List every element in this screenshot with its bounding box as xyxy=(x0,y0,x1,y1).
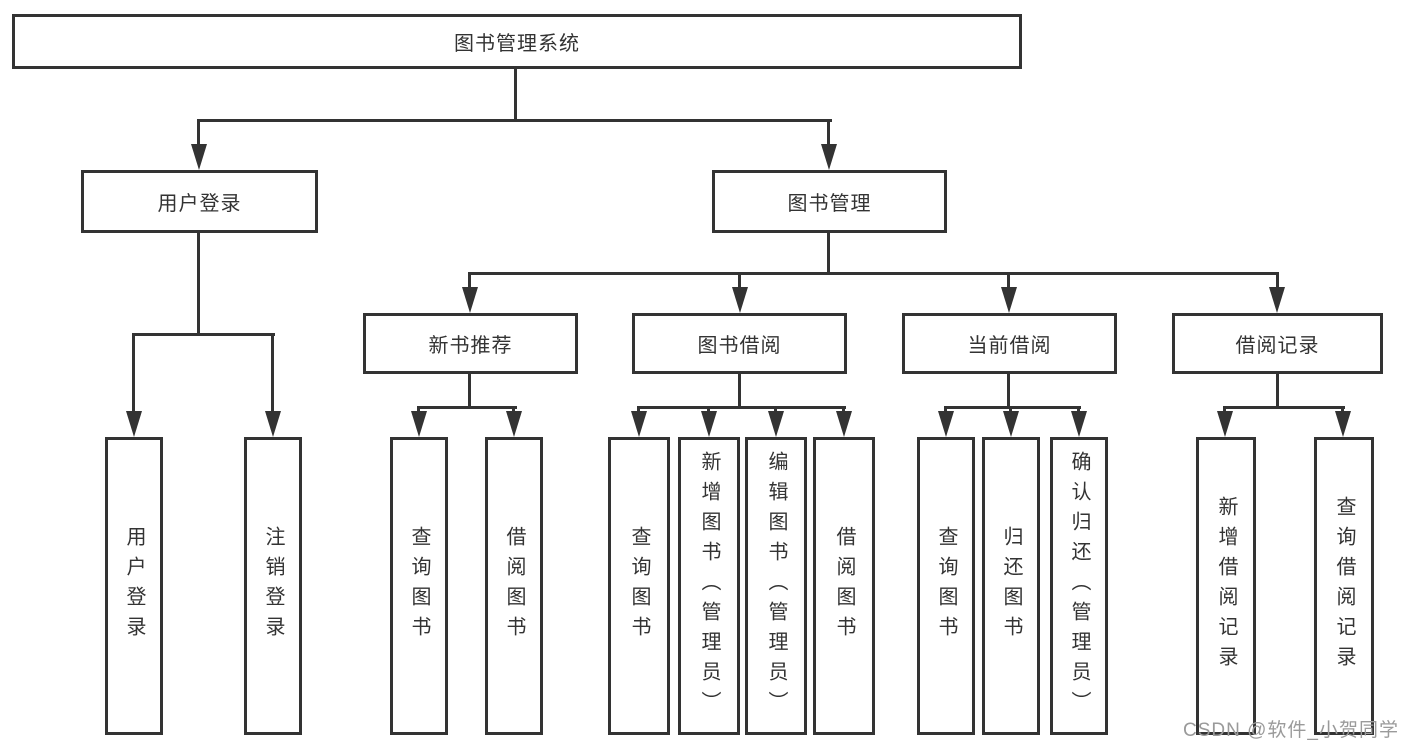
connector-currentborrow-drop-2 xyxy=(1009,406,1012,414)
arrowhead-login-leaf-1 xyxy=(126,411,142,437)
connector-borrowrecords-stem xyxy=(1276,374,1279,409)
connector-mgmt-drop-3 xyxy=(1007,272,1010,289)
leaf-record-query-label: 查询借阅记录 xyxy=(1333,496,1355,676)
node-book-borrow: 图书借阅 xyxy=(632,313,847,374)
leaf-record-query: 查询借阅记录 xyxy=(1314,437,1374,735)
leaf-logout-label: 注销登录 xyxy=(262,526,284,646)
connector-login-drop-2 xyxy=(271,333,274,413)
leaf-current-query-label: 查询图书 xyxy=(935,526,957,646)
node-new-book-recommend-label: 新书推荐 xyxy=(428,335,513,357)
node-user-login: 用户登录 xyxy=(81,170,318,233)
arrowhead-newbook-leaf-2 xyxy=(506,411,522,437)
csdn-watermark: CSDN @软件_小贺同学 xyxy=(1183,720,1399,741)
node-book-borrow-label: 图书借阅 xyxy=(697,335,782,357)
connector-mgmt-drop-1 xyxy=(468,272,471,289)
leaf-borrow-book-label: 借阅图书 xyxy=(833,526,855,646)
connector-bookborrow-drop-2 xyxy=(707,406,710,414)
leaf-return-book: 归还图书 xyxy=(982,437,1040,735)
leaf-user-login: 用户登录 xyxy=(105,437,163,735)
leaf-newbook-borrow-label: 借阅图书 xyxy=(503,526,525,646)
connector-mgmt-drop-2 xyxy=(738,272,741,289)
leaf-borrow-add-admin: 新增图书（管理员） xyxy=(678,437,740,735)
arrowhead-newbook xyxy=(462,287,478,313)
node-book-management-label: 图书管理 xyxy=(787,193,872,215)
leaf-newbook-borrow: 借阅图书 xyxy=(485,437,543,735)
arrowhead-mgmt xyxy=(821,144,837,170)
arrowhead-bookborrow-leaf-3 xyxy=(768,411,784,437)
connector-bookborrow-drop-4 xyxy=(842,406,845,414)
node-root: 图书管理系统 xyxy=(12,14,1022,69)
node-book-management: 图书管理 xyxy=(712,170,947,233)
leaf-newbook-query-label: 查询图书 xyxy=(408,526,430,646)
leaf-borrow-query: 查询图书 xyxy=(608,437,670,735)
connector-root-drop-login xyxy=(197,119,200,146)
leaf-logout: 注销登录 xyxy=(244,437,302,735)
arrowhead-bookborrow xyxy=(732,287,748,313)
connector-bookborrow-rail xyxy=(637,406,846,409)
leaf-record-add: 新增借阅记录 xyxy=(1196,437,1256,735)
node-root-label: 图书管理系统 xyxy=(454,33,580,55)
arrowhead-bookborrow-leaf-1 xyxy=(631,411,647,437)
arrowhead-login-leaf-2 xyxy=(265,411,281,437)
connector-newbook-drop-2 xyxy=(512,406,515,414)
connector-root-rail xyxy=(197,119,832,122)
node-borrow-records: 借阅记录 xyxy=(1172,313,1383,374)
arrowhead-bookborrow-leaf-2 xyxy=(701,411,717,437)
leaf-borrow-book: 借阅图书 xyxy=(813,437,875,735)
leaf-newbook-query: 查询图书 xyxy=(390,437,448,735)
arrowhead-currentborrow-leaf-1 xyxy=(938,411,954,437)
connector-bookborrow-stem xyxy=(738,374,741,409)
node-borrow-records-label: 借阅记录 xyxy=(1235,335,1320,357)
connector-currentborrow-stem xyxy=(1007,374,1010,409)
connector-mgmt-stem xyxy=(827,233,830,274)
connector-root-drop-mgmt xyxy=(827,119,830,146)
arrowhead-newbook-leaf-1 xyxy=(411,411,427,437)
connector-bookborrow-drop-3 xyxy=(774,406,777,414)
leaf-return-book-label: 归还图书 xyxy=(1000,526,1022,646)
node-user-login-label: 用户登录 xyxy=(157,193,242,215)
leaf-borrow-add-admin-label: 新增图书（管理员） xyxy=(698,451,720,721)
arrowhead-borrowrecords-leaf-1 xyxy=(1217,411,1233,437)
leaf-current-query: 查询图书 xyxy=(917,437,975,735)
node-current-borrow-label: 当前借阅 xyxy=(967,335,1052,357)
leaf-borrow-edit-admin: 编辑图书（管理员） xyxy=(745,437,807,735)
connector-newbook-stem xyxy=(468,374,471,409)
arrowhead-currentborrow xyxy=(1001,287,1017,313)
connector-login-rail xyxy=(132,333,275,336)
connector-currentborrow-drop-3 xyxy=(1077,406,1080,414)
leaf-confirm-return-admin: 确认归还（管理员） xyxy=(1050,437,1108,735)
leaf-borrow-edit-admin-label: 编辑图书（管理员） xyxy=(765,451,787,721)
arrowhead-bookborrow-leaf-4 xyxy=(836,411,852,437)
leaf-borrow-query-label: 查询图书 xyxy=(628,526,650,646)
connector-borrowrecords-drop-2 xyxy=(1341,406,1344,414)
leaf-record-add-label: 新增借阅记录 xyxy=(1215,496,1237,676)
connector-root-stem xyxy=(514,69,517,121)
arrowhead-borrowrecords xyxy=(1269,287,1285,313)
leaf-confirm-return-admin-label: 确认归还（管理员） xyxy=(1068,451,1090,721)
node-current-borrow: 当前借阅 xyxy=(902,313,1117,374)
connector-login-drop-1 xyxy=(132,333,135,413)
connector-currentborrow-rail xyxy=(944,406,1081,409)
connector-bookborrow-drop-1 xyxy=(637,406,640,414)
connector-borrowrecords-drop-1 xyxy=(1223,406,1226,414)
connector-currentborrow-drop-1 xyxy=(944,406,947,414)
connector-newbook-drop-1 xyxy=(417,406,420,414)
arrowhead-borrowrecords-leaf-2 xyxy=(1335,411,1351,437)
connector-borrowrecords-rail xyxy=(1223,406,1345,409)
node-new-book-recommend: 新书推荐 xyxy=(363,313,578,374)
arrowhead-login xyxy=(191,144,207,170)
connector-newbook-rail xyxy=(417,406,517,409)
arrowhead-currentborrow-leaf-2 xyxy=(1003,411,1019,437)
connector-mgmt-rail xyxy=(468,272,1279,275)
connector-login-stem xyxy=(197,233,200,335)
connector-mgmt-drop-4 xyxy=(1276,272,1279,289)
leaf-user-login-label: 用户登录 xyxy=(123,526,145,646)
arrowhead-currentborrow-leaf-3 xyxy=(1071,411,1087,437)
